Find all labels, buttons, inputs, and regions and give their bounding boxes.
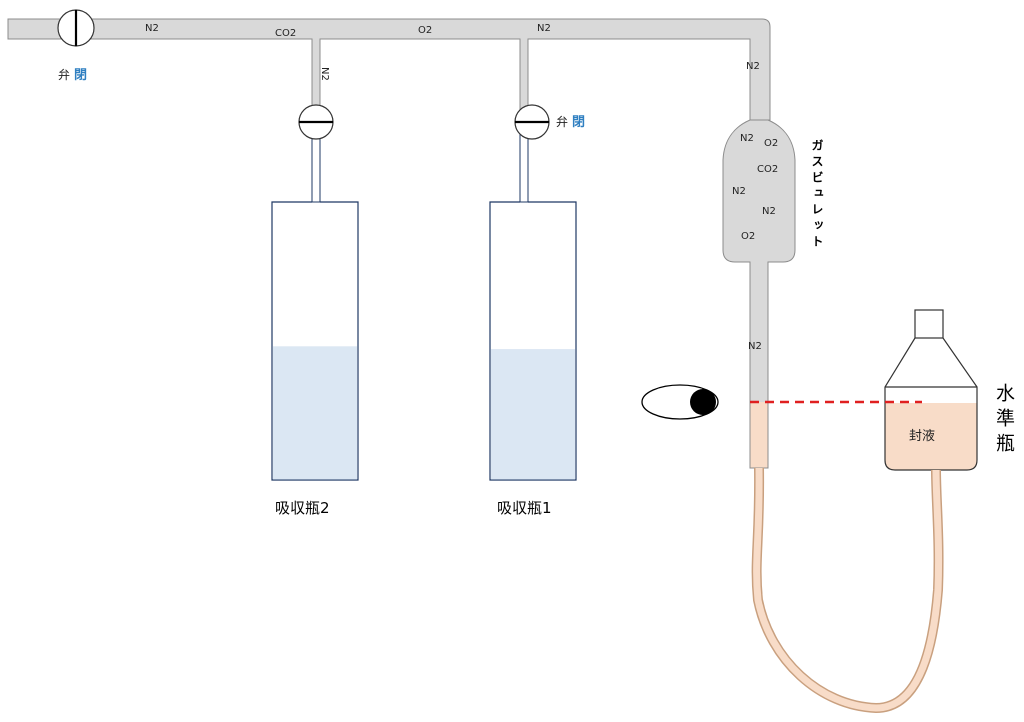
- leveling-bottle-name: 水準瓶: [993, 383, 1015, 458]
- bulb-gas-4: N2: [732, 186, 746, 197]
- bottle2-outline: [271, 201, 359, 481]
- bulb-gas-1: N2: [740, 133, 754, 144]
- main-pipe-label-o2: O2: [418, 25, 432, 36]
- bottle2-assembly: N2 吸収瓶2: [271, 67, 359, 517]
- main-pipe-label-n2: N2: [145, 23, 159, 34]
- rubber-tube: [751, 467, 944, 714]
- bulb-gas-2: O2: [764, 138, 778, 149]
- main-pipe-label-n2-right: N2: [537, 23, 551, 34]
- left-valve-state: 閉: [74, 68, 87, 83]
- bottle1-name: 吸収瓶1: [497, 499, 552, 517]
- bottle2-valve[interactable]: [298, 104, 334, 140]
- bottle2-name: 吸収瓶2: [275, 499, 330, 517]
- main-pipe-body: [7, 18, 771, 121]
- gas-burette: N2 N2 O2 CO2 N2 N2 O2 N2 ガスビュレット: [722, 61, 824, 469]
- bottle2-liquid: [273, 346, 357, 480]
- bottle1-outline: [489, 201, 577, 481]
- bulb-gas-3: CO2: [757, 164, 778, 175]
- eye-icon: [641, 384, 719, 420]
- bottle1-valve-state: 閉: [572, 115, 585, 130]
- leveling-bottle-cap: [914, 309, 944, 339]
- burette-name: ガスビュレット: [810, 139, 824, 251]
- main-pipe-label-co2: CO2: [275, 28, 296, 39]
- burette-stem-label: N2: [748, 341, 762, 352]
- left-valve[interactable]: 弁 閉: [57, 9, 95, 83]
- bottle1-lower-pipe: [519, 129, 529, 203]
- bottle1-valve[interactable]: 弁 閉: [514, 104, 585, 140]
- leveling-bottle-liquid: [885, 403, 977, 470]
- bottle1-assembly: 弁 閉 吸収瓶1: [489, 104, 585, 517]
- bottle2-lower-pipe: [311, 129, 321, 203]
- burette-body: [722, 119, 796, 469]
- burette-top-label: N2: [746, 61, 760, 72]
- bottle1-valve-word: 弁: [556, 114, 568, 129]
- burette-seal-liquid: [750, 402, 768, 468]
- leveling-bottle: 封液 水準瓶: [884, 309, 1015, 471]
- bulb-gas-6: O2: [741, 231, 755, 242]
- bulb-gas-5: N2: [762, 206, 776, 217]
- left-valve-word: 弁: [58, 67, 70, 82]
- seal-liquid-label: 封液: [909, 429, 935, 444]
- bottle1-liquid: [491, 349, 575, 480]
- bottle2-pipe-label: N2: [319, 67, 330, 81]
- main-pipe: N2 CO2 O2 N2: [7, 18, 771, 121]
